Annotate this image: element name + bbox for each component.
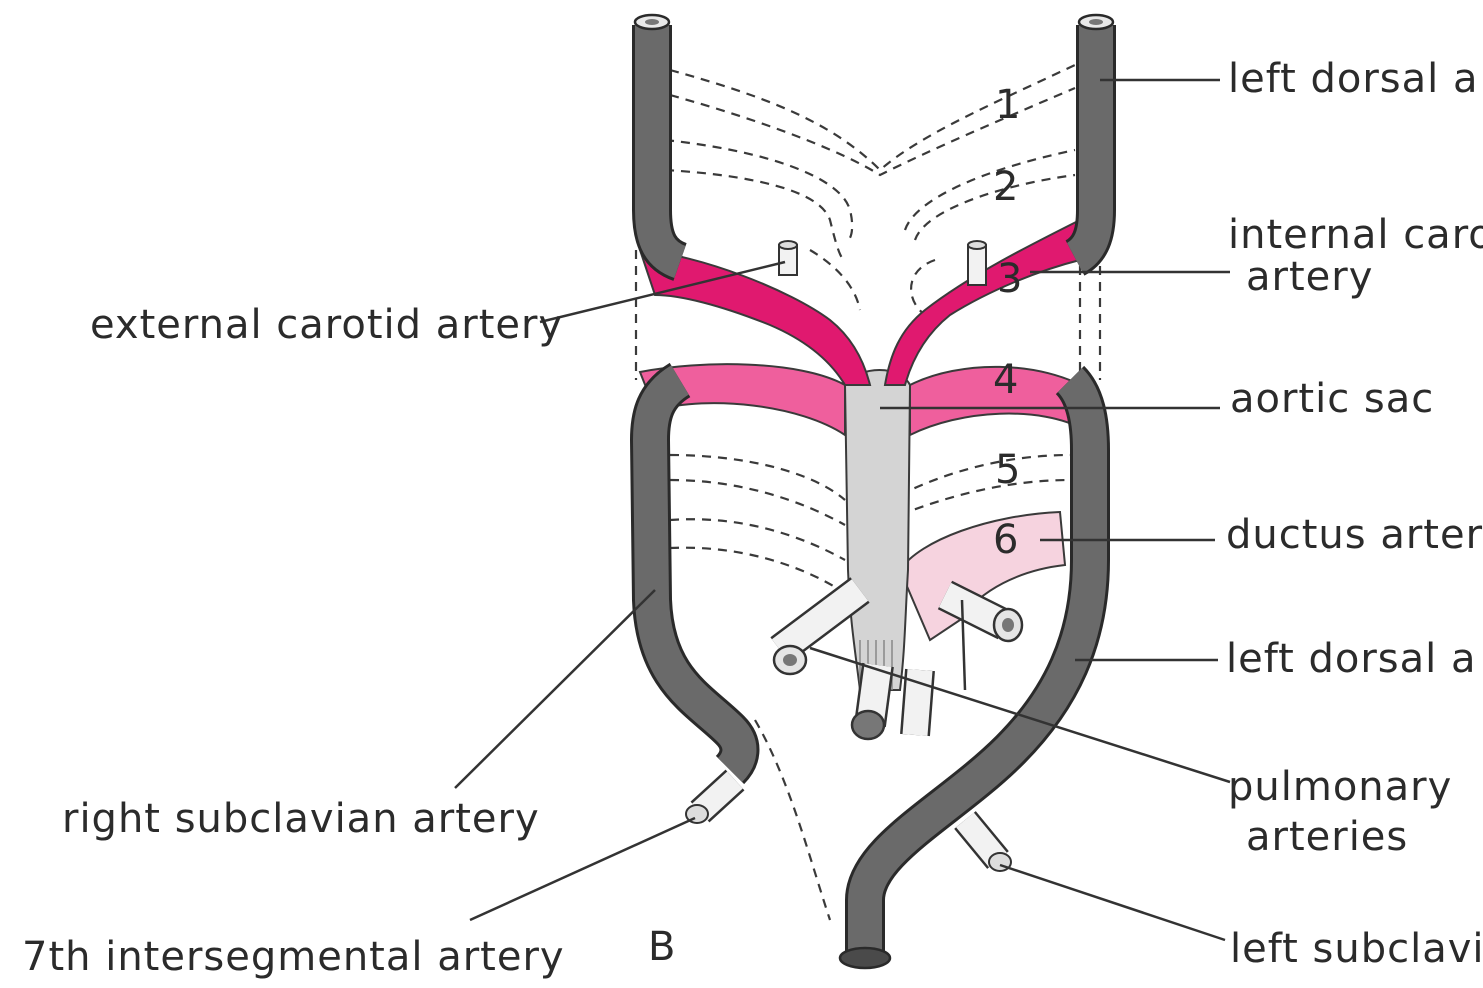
arch-number-4: 4 [993, 357, 1018, 403]
label-internal-carotid-line1: internal caro [1228, 212, 1483, 258]
arch-number-3: 3 [997, 256, 1022, 302]
label-right-subclavian: right subclavian artery [62, 796, 540, 842]
label-left-dorsal-aorta-bottom: left dorsal a [1226, 636, 1477, 682]
arch-number-5: 5 [995, 447, 1020, 493]
aortic-sac-shape [845, 370, 910, 690]
label-7th-intersegmental: 7th intersegmental artery [22, 934, 565, 980]
panel-letter: B [648, 924, 676, 970]
label-pulmonary-line2: arteries [1246, 814, 1408, 860]
aortic-sac-trunk [845, 370, 910, 690]
text-labels: left dorsal a internal caro artery exter… [22, 56, 1483, 980]
label-ductus-arteriosus: ductus arteri [1226, 512, 1483, 558]
arch-number-2: 2 [993, 164, 1018, 210]
arch-number-1: 1 [995, 82, 1020, 128]
label-external-carotid: external carotid artery [90, 302, 563, 348]
label-internal-carotid-line2: artery [1246, 254, 1373, 300]
label-left-subclavian: left subclavic [1230, 926, 1483, 972]
arch-3-pair [640, 215, 1090, 385]
left-arch-3 [885, 215, 1090, 385]
arch-numbers: 1 2 3 4 5 6 [993, 82, 1022, 563]
label-left-dorsal-aorta-top: left dorsal a [1228, 56, 1479, 102]
label-aortic-sac: aortic sac [1230, 376, 1434, 422]
external-carotid-stubs [779, 241, 986, 285]
arch-number-6: 6 [993, 517, 1018, 563]
label-pulmonary-line1: pulmonary [1228, 764, 1452, 810]
